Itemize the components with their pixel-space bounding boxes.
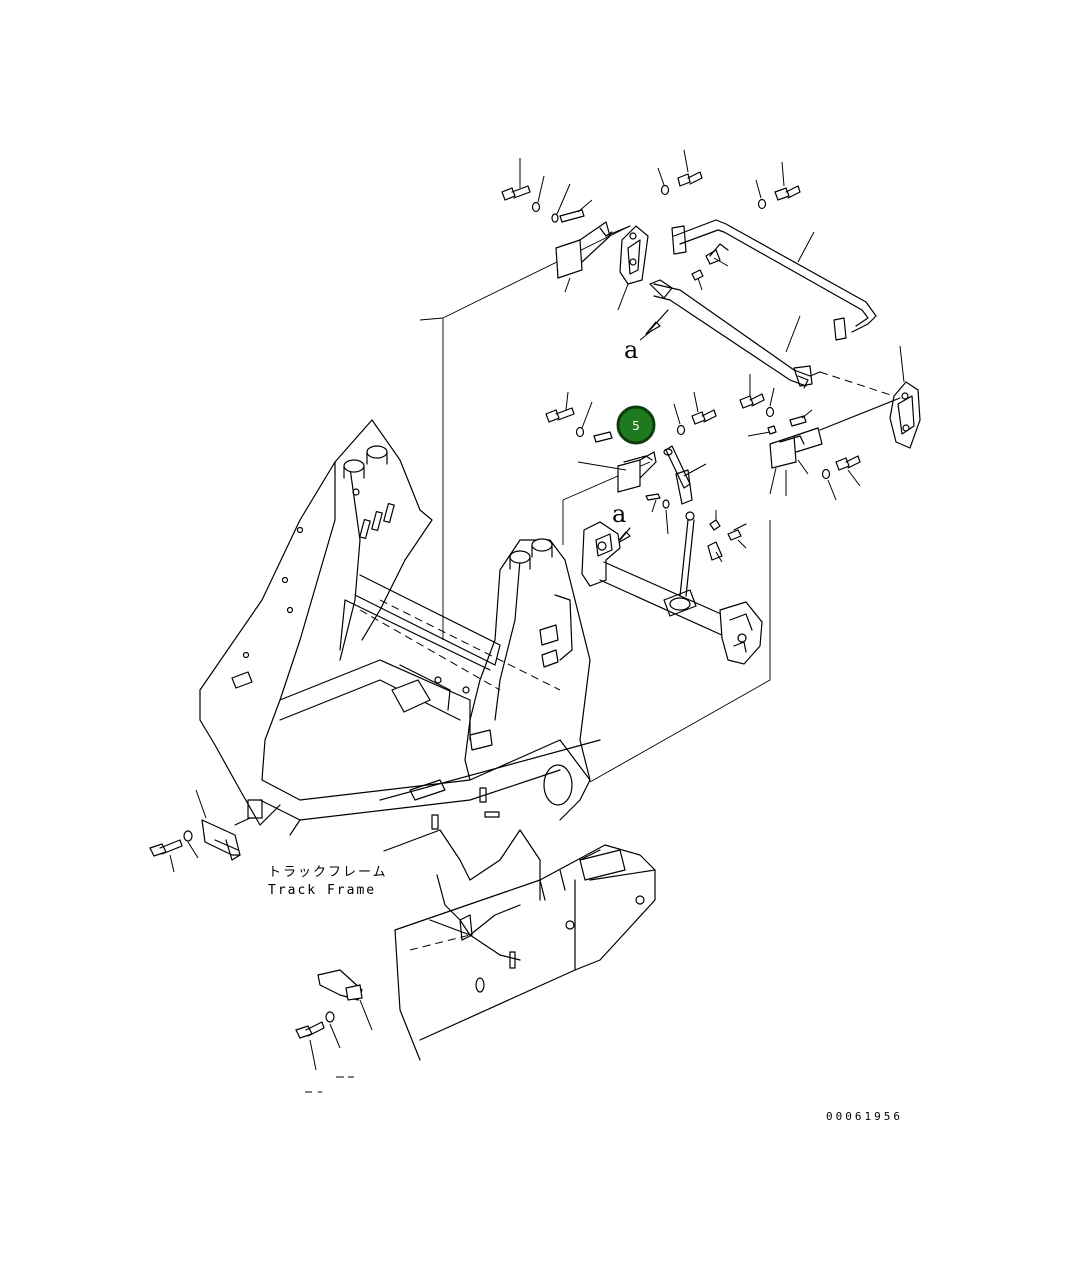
- view-marker-middle: a: [612, 500, 626, 528]
- track-frame-body: [259, 739, 656, 1061]
- callout-number[interactable]: 5: [632, 419, 640, 433]
- upper-right-bolt-set: [657, 149, 801, 210]
- upper-link-plate: [617, 225, 649, 311]
- middle-right-bracket: [739, 374, 861, 501]
- main-frame-right-tower: [464, 538, 591, 821]
- middle-right-bolt-set: [673, 391, 717, 436]
- callout-badge[interactable]: [616, 405, 656, 445]
- swing-frame-assembly: [581, 521, 763, 665]
- upper-small-bolt: [639, 243, 729, 341]
- assembly-boundary-lines: [419, 225, 771, 783]
- part-callout-5[interactable]: 5: [616, 405, 656, 445]
- pin-and-clip-set: [615, 493, 747, 563]
- track-frame-label-jp: トラックフレーム: [268, 865, 388, 880]
- right-end-plate: [819, 345, 921, 449]
- track-frame-label-en: Track Frame: [268, 883, 376, 898]
- upper-left-bolt-set: [501, 158, 593, 223]
- left-mounting-bracket: [201, 799, 263, 861]
- drawing-number: 00061956: [826, 1110, 903, 1123]
- upper-left-bracket: [555, 221, 631, 293]
- lower-bolt-washer: [295, 1011, 354, 1093]
- left-bolt-washer: [149, 789, 207, 873]
- middle-left-bracket: [577, 451, 657, 493]
- view-marker-upper: a: [624, 336, 638, 364]
- middle-left-bolt-set: [545, 391, 613, 443]
- lower-bracket: [317, 969, 373, 1031]
- main-frame-left-tower: [199, 419, 433, 826]
- main-frame-cross-members: [279, 574, 561, 741]
- handrail-bar: [649, 219, 901, 399]
- cylinder-rod: [663, 445, 707, 597]
